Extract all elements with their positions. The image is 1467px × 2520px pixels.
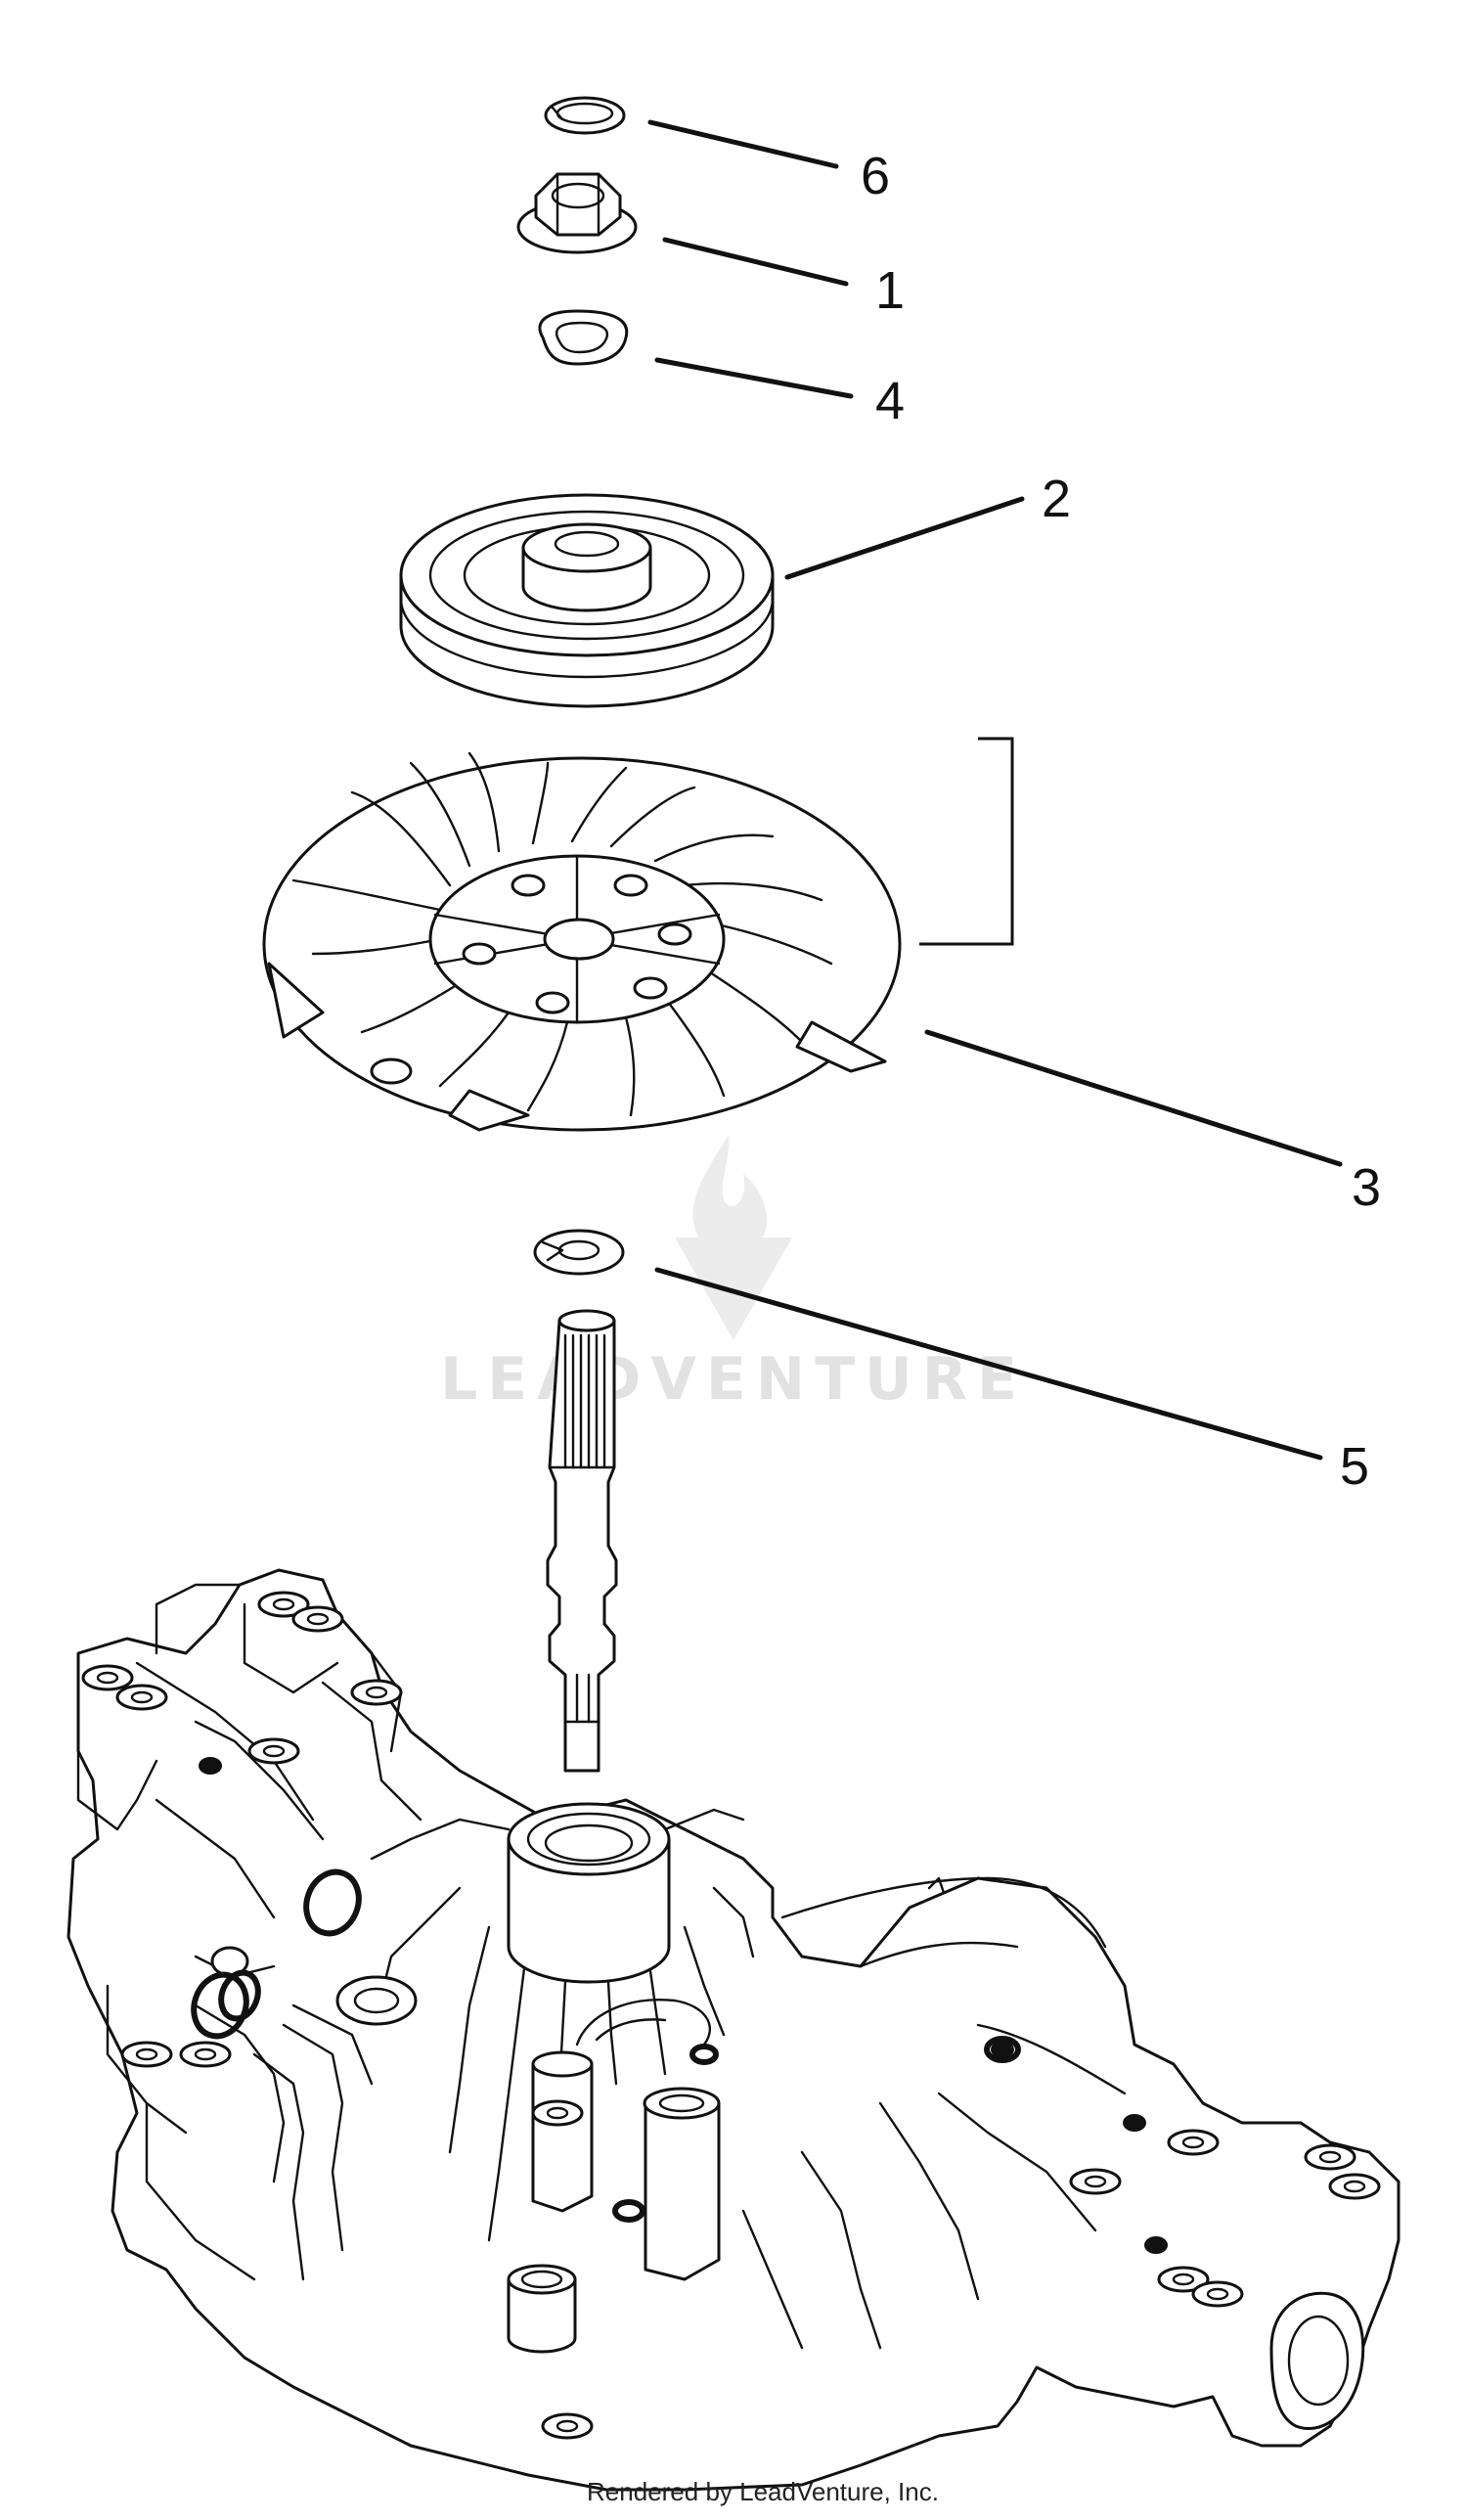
callout-3: 3 (1352, 1158, 1381, 1217)
watermark-text: LEADVENTURE (440, 1345, 1027, 1414)
hex-nut-part-1[interactable] (516, 172, 638, 254)
snap-ring-part-6[interactable] (544, 96, 626, 135)
flame-logo-icon (675, 1135, 792, 1340)
watermark: LEADVENTURE (440, 1135, 1027, 1414)
input-shaft (546, 1309, 618, 1773)
leader-line-6 (647, 119, 839, 169)
leader-line-5 (654, 1267, 1323, 1461)
footer-credit: Rendered by LeadVenture, Inc. (587, 2477, 939, 2506)
callout-1: 1 (875, 261, 905, 320)
callout-2: 2 (1042, 470, 1071, 528)
transaxle-housing (67, 1568, 1400, 2492)
washer-part-4[interactable] (538, 309, 629, 366)
callout-6: 6 (861, 147, 890, 205)
pulley-part-2[interactable] (399, 493, 775, 708)
e-clip-part-5[interactable] (533, 1229, 625, 1276)
fan-assembly-bracket (919, 737, 1014, 946)
leader-lines (647, 119, 1343, 1461)
leader-line-4 (654, 357, 854, 399)
leader-line-3 (924, 1029, 1343, 1167)
callout-4: 4 (875, 372, 905, 430)
leader-line-2 (784, 496, 1025, 580)
leader-line-1 (662, 237, 849, 287)
cooling-fan-part-3[interactable] (262, 751, 902, 1132)
callout-5: 5 (1340, 1437, 1369, 1496)
